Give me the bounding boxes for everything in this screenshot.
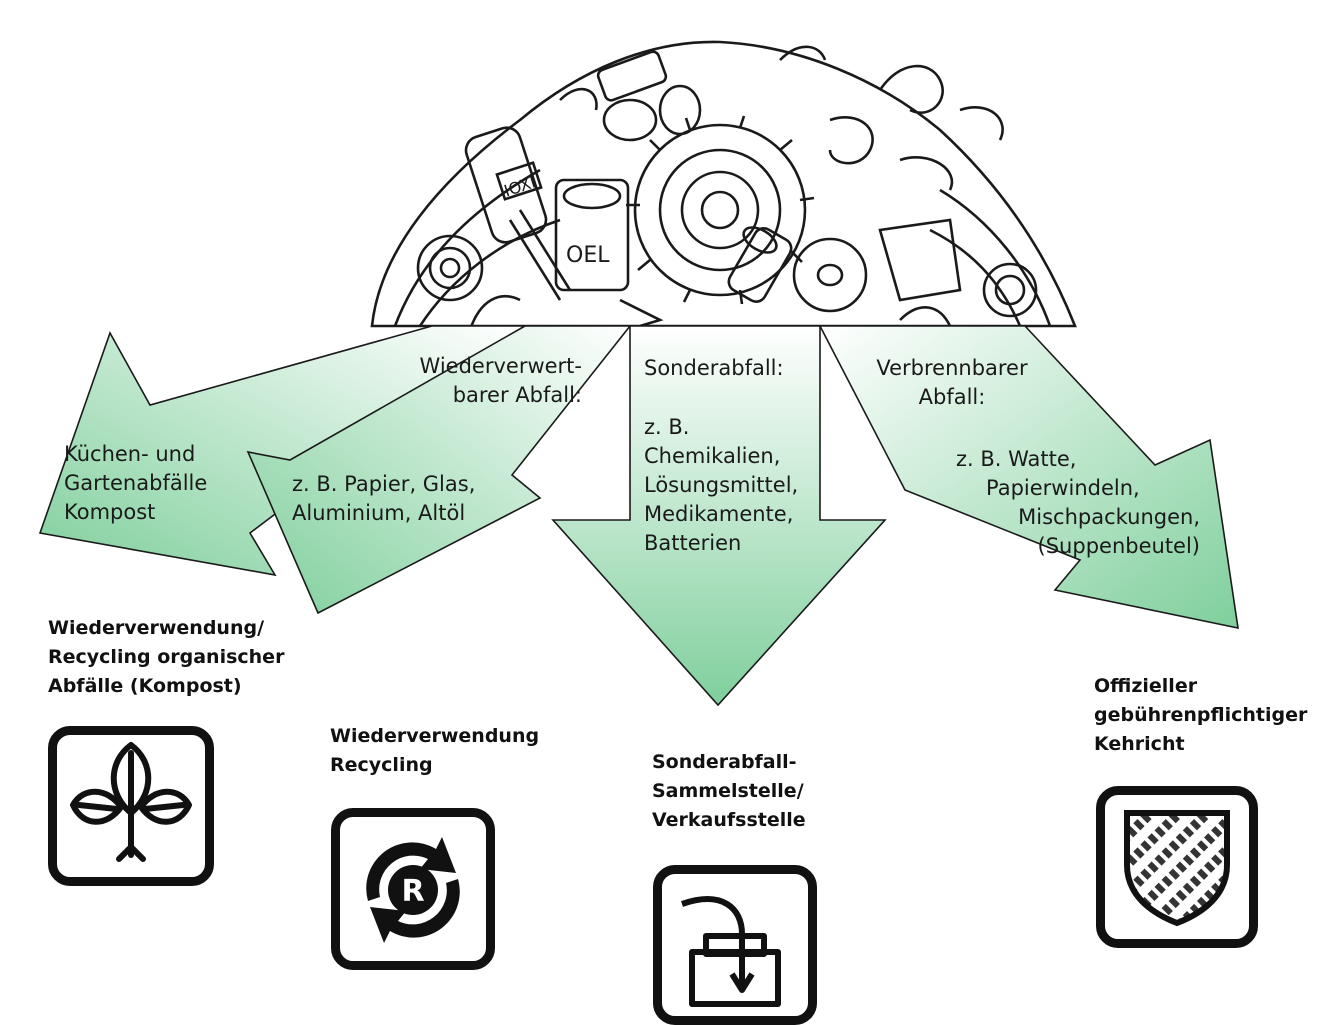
recyclable-line-2: Aluminium, Altöl: [292, 501, 466, 525]
compost-line-1: Küchen- und: [64, 442, 196, 466]
special-line-4: Medikamente,: [644, 502, 794, 526]
special-arrow-title: Sonderabfall:: [644, 354, 784, 383]
special-caption: Sonderabfall- Sammelstelle/ Verkaufsstel…: [652, 748, 806, 835]
special-arrow: [551, 325, 887, 707]
special-line-1: z. B.: [644, 415, 690, 439]
recycle-icon-graphic: R: [366, 837, 460, 943]
special-caption-line-3: Verkaufsstelle: [652, 809, 806, 831]
official-caption-line-3: Kehricht: [1094, 733, 1185, 755]
recycle-r-letter: R: [401, 874, 424, 909]
combustible-title-line-1: Verbrennbarer: [876, 356, 1028, 380]
compost-line-3: Kompost: [64, 500, 156, 524]
compost-arrow-text: Küchen- und Gartenabfälle Kompost: [64, 440, 207, 527]
recyclable-title-line-2: barer Abfall:: [452, 383, 582, 407]
compost-caption-line-1: Wiederverwendung/: [48, 617, 265, 639]
special-line-3: Lösungsmittel,: [644, 473, 799, 497]
recyclable-title-line-1: Wiederverwert-: [419, 354, 582, 378]
special-arrow-text: z. B. Chemikalien, Lösungsmittel, Medika…: [644, 413, 798, 558]
combustible-line-2: Papierwindeln,: [986, 476, 1140, 500]
recycling-caption-line-2: Recycling: [330, 754, 433, 776]
compost-caption-line-3: Abfälle (Kompost): [48, 675, 242, 697]
recyclable-arrow-title: Wiederverwert- barer Abfall:: [412, 352, 582, 410]
combustible-arrow: [818, 325, 1239, 630]
recyclable-arrow-text: z. B. Papier, Glas, Aluminium, Altöl: [292, 470, 475, 528]
special-line-2: Chemikalien,: [644, 444, 781, 468]
recycling-caption-line-1: Wiederverwendung: [330, 725, 540, 747]
combustible-line-4: (Suppenbeutel): [1037, 534, 1200, 558]
oil-can-label: OEL: [566, 243, 610, 268]
waste-pile-illustration: IOXI OEL: [370, 40, 1077, 331]
special-caption-line-1: Sonderabfall-: [652, 751, 797, 773]
combustible-arrow-text: z. B. Watte, Papierwindeln, Mischpackung…: [930, 445, 1200, 561]
combustible-line-3: Mischpackungen,: [1018, 505, 1200, 529]
official-caption: Offizieller gebührenpflichtiger Kehricht: [1094, 672, 1307, 759]
container-icon-graphic: [681, 896, 781, 1007]
woven-shield-icon: [1096, 786, 1258, 948]
official-caption-line-2: gebührenpflichtiger: [1094, 704, 1308, 726]
recyclable-line-1: z. B. Papier, Glas,: [292, 472, 476, 496]
recyclable-arrow: [246, 325, 632, 615]
compost-line-2: Gartenabfälle: [64, 471, 208, 495]
special-title-line-1: Sonderabfall:: [644, 356, 784, 380]
plant-icon-graphic: [70, 742, 192, 862]
special-line-5: Batterien: [644, 531, 742, 555]
special-caption-line-2: Sammelstelle/: [652, 780, 804, 802]
combustible-line-1: z. B. Watte,: [956, 447, 1077, 471]
recycle-r-icon: R: [331, 808, 495, 970]
compost-caption: Wiederverwendung/ Recycling organischer …: [48, 614, 284, 701]
combustible-arrow-title: Verbrennbarer Abfall:: [872, 354, 1032, 412]
official-caption-line-1: Offizieller: [1094, 675, 1198, 697]
compost-caption-line-2: Recycling organischer: [48, 646, 285, 668]
collection-container-icon: [653, 865, 817, 1025]
shield-icon-graphic: [1124, 810, 1230, 927]
three-leaf-plant-icon: [48, 726, 214, 886]
recycling-caption: Wiederverwendung Recycling: [330, 722, 539, 780]
combustible-title-line-2: Abfall:: [918, 385, 986, 409]
